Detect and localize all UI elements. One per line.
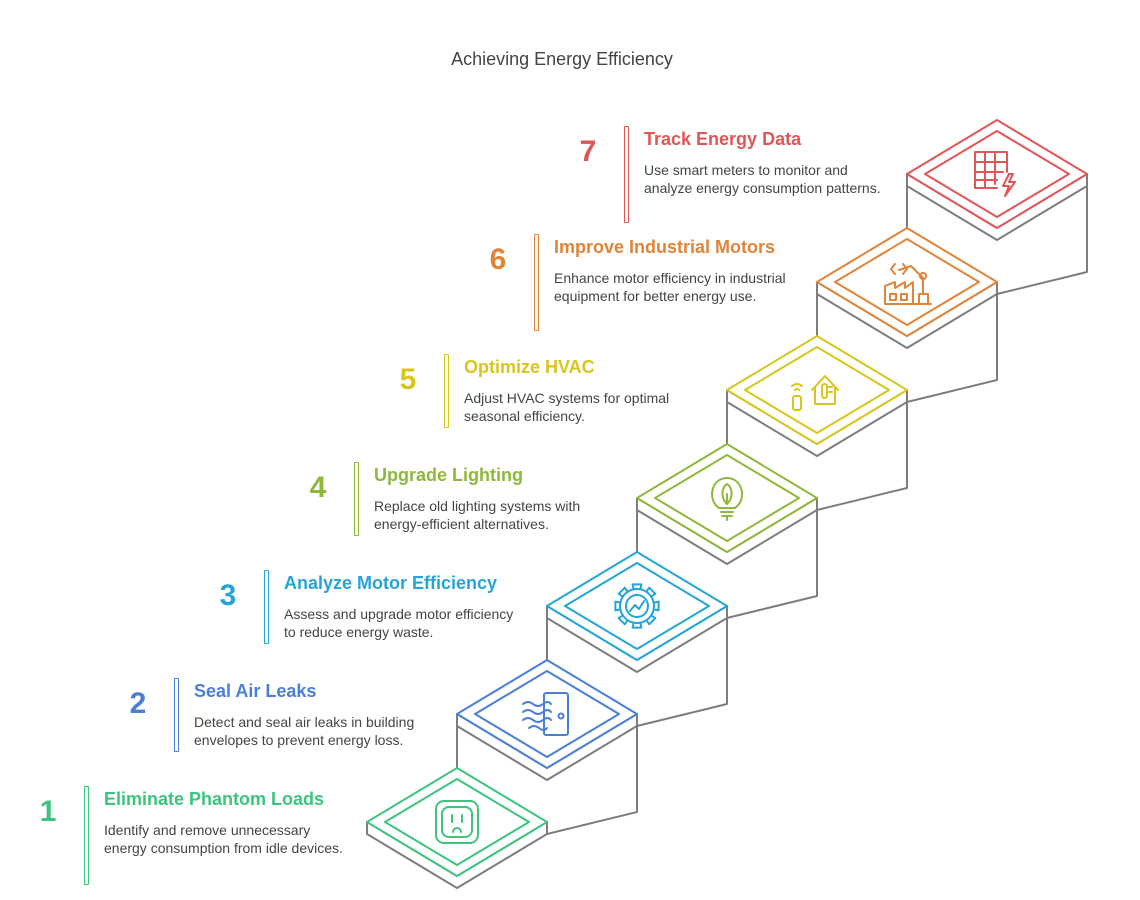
step-heading: Optimize HVAC	[464, 357, 595, 377]
step-description: Identify and remove unnecessary energy c…	[104, 822, 343, 856]
step-1-diamond	[366, 767, 548, 877]
step-accent-bar	[624, 126, 629, 223]
step-heading: Seal Air Leaks	[194, 681, 317, 701]
step-description: Adjust HVAC systems for optimal seasonal…	[464, 390, 670, 424]
step-1-block	[366, 767, 548, 889]
step-2-riser-right	[546, 726, 638, 835]
step-number: 7	[579, 135, 597, 168]
step-3-riser-right	[636, 618, 728, 727]
step-4-inner-diamond	[654, 454, 800, 542]
step-accent-bar	[354, 462, 359, 536]
step-5-inner-diamond	[744, 346, 890, 434]
smart-thermostat-house-icon	[791, 375, 839, 411]
step-3-inner-diamond	[564, 562, 710, 650]
step-description: Use smart meters to monitor and analyze …	[644, 162, 881, 196]
step-4-riser-right	[726, 510, 818, 619]
step-number: 4	[309, 471, 327, 504]
step-2-inner-diamond	[474, 670, 620, 758]
step-number: 5	[399, 363, 417, 396]
eco-bulb-icon	[711, 477, 743, 521]
step-4-block	[636, 443, 818, 619]
step-6-inner-diamond	[834, 238, 980, 326]
step-2-diamond	[456, 659, 638, 769]
step-description: Enhance motor efficiency in industrial e…	[554, 270, 786, 304]
power-outlet-icon	[435, 800, 479, 844]
step-description: Replace old lighting systems with energy…	[374, 498, 581, 532]
step-number: 2	[129, 687, 147, 720]
step-number: 6	[489, 243, 507, 276]
step-7-diamond	[906, 119, 1088, 229]
step-heading: Analyze Motor Efficiency	[284, 573, 498, 593]
step-heading: Eliminate Phantom Loads	[104, 789, 325, 809]
step-accent-bar	[534, 234, 539, 331]
step-accent-bar	[264, 570, 269, 644]
step-3-block	[546, 551, 728, 727]
step-6-block	[816, 227, 998, 403]
diagram-title: Achieving Energy Efficiency	[451, 49, 673, 69]
step-number: 3	[219, 579, 237, 612]
step-accent-bar	[174, 678, 179, 752]
step-description: Assess and upgrade motor efficiency to r…	[284, 606, 514, 640]
gear-chart-icon	[614, 583, 660, 629]
step-number: 1	[39, 795, 57, 828]
step-5-block	[726, 335, 908, 511]
step-7-inner-diamond	[924, 130, 1070, 218]
step-7-block	[906, 119, 1088, 295]
factory-robot-arm-icon	[884, 263, 932, 305]
energy-meter-grid-icon	[974, 151, 1016, 197]
step-1-inner-diamond	[384, 778, 530, 866]
step-accent-bar	[84, 786, 89, 885]
step-2-block	[456, 659, 638, 835]
step-heading: Improve Industrial Motors	[554, 237, 776, 257]
step-heading: Upgrade Lighting	[374, 465, 523, 485]
step-6-diamond	[816, 227, 998, 337]
air-leak-door-icon	[522, 692, 569, 736]
step-5-diamond	[726, 335, 908, 445]
step-6-riser-right	[906, 294, 998, 403]
step-7-riser-right	[996, 186, 1088, 295]
step-heading: Track Energy Data	[644, 129, 802, 149]
step-5-riser-right	[816, 402, 908, 511]
step-description: Detect and seal air leaks in building en…	[194, 714, 415, 748]
step-accent-bar	[444, 354, 449, 428]
